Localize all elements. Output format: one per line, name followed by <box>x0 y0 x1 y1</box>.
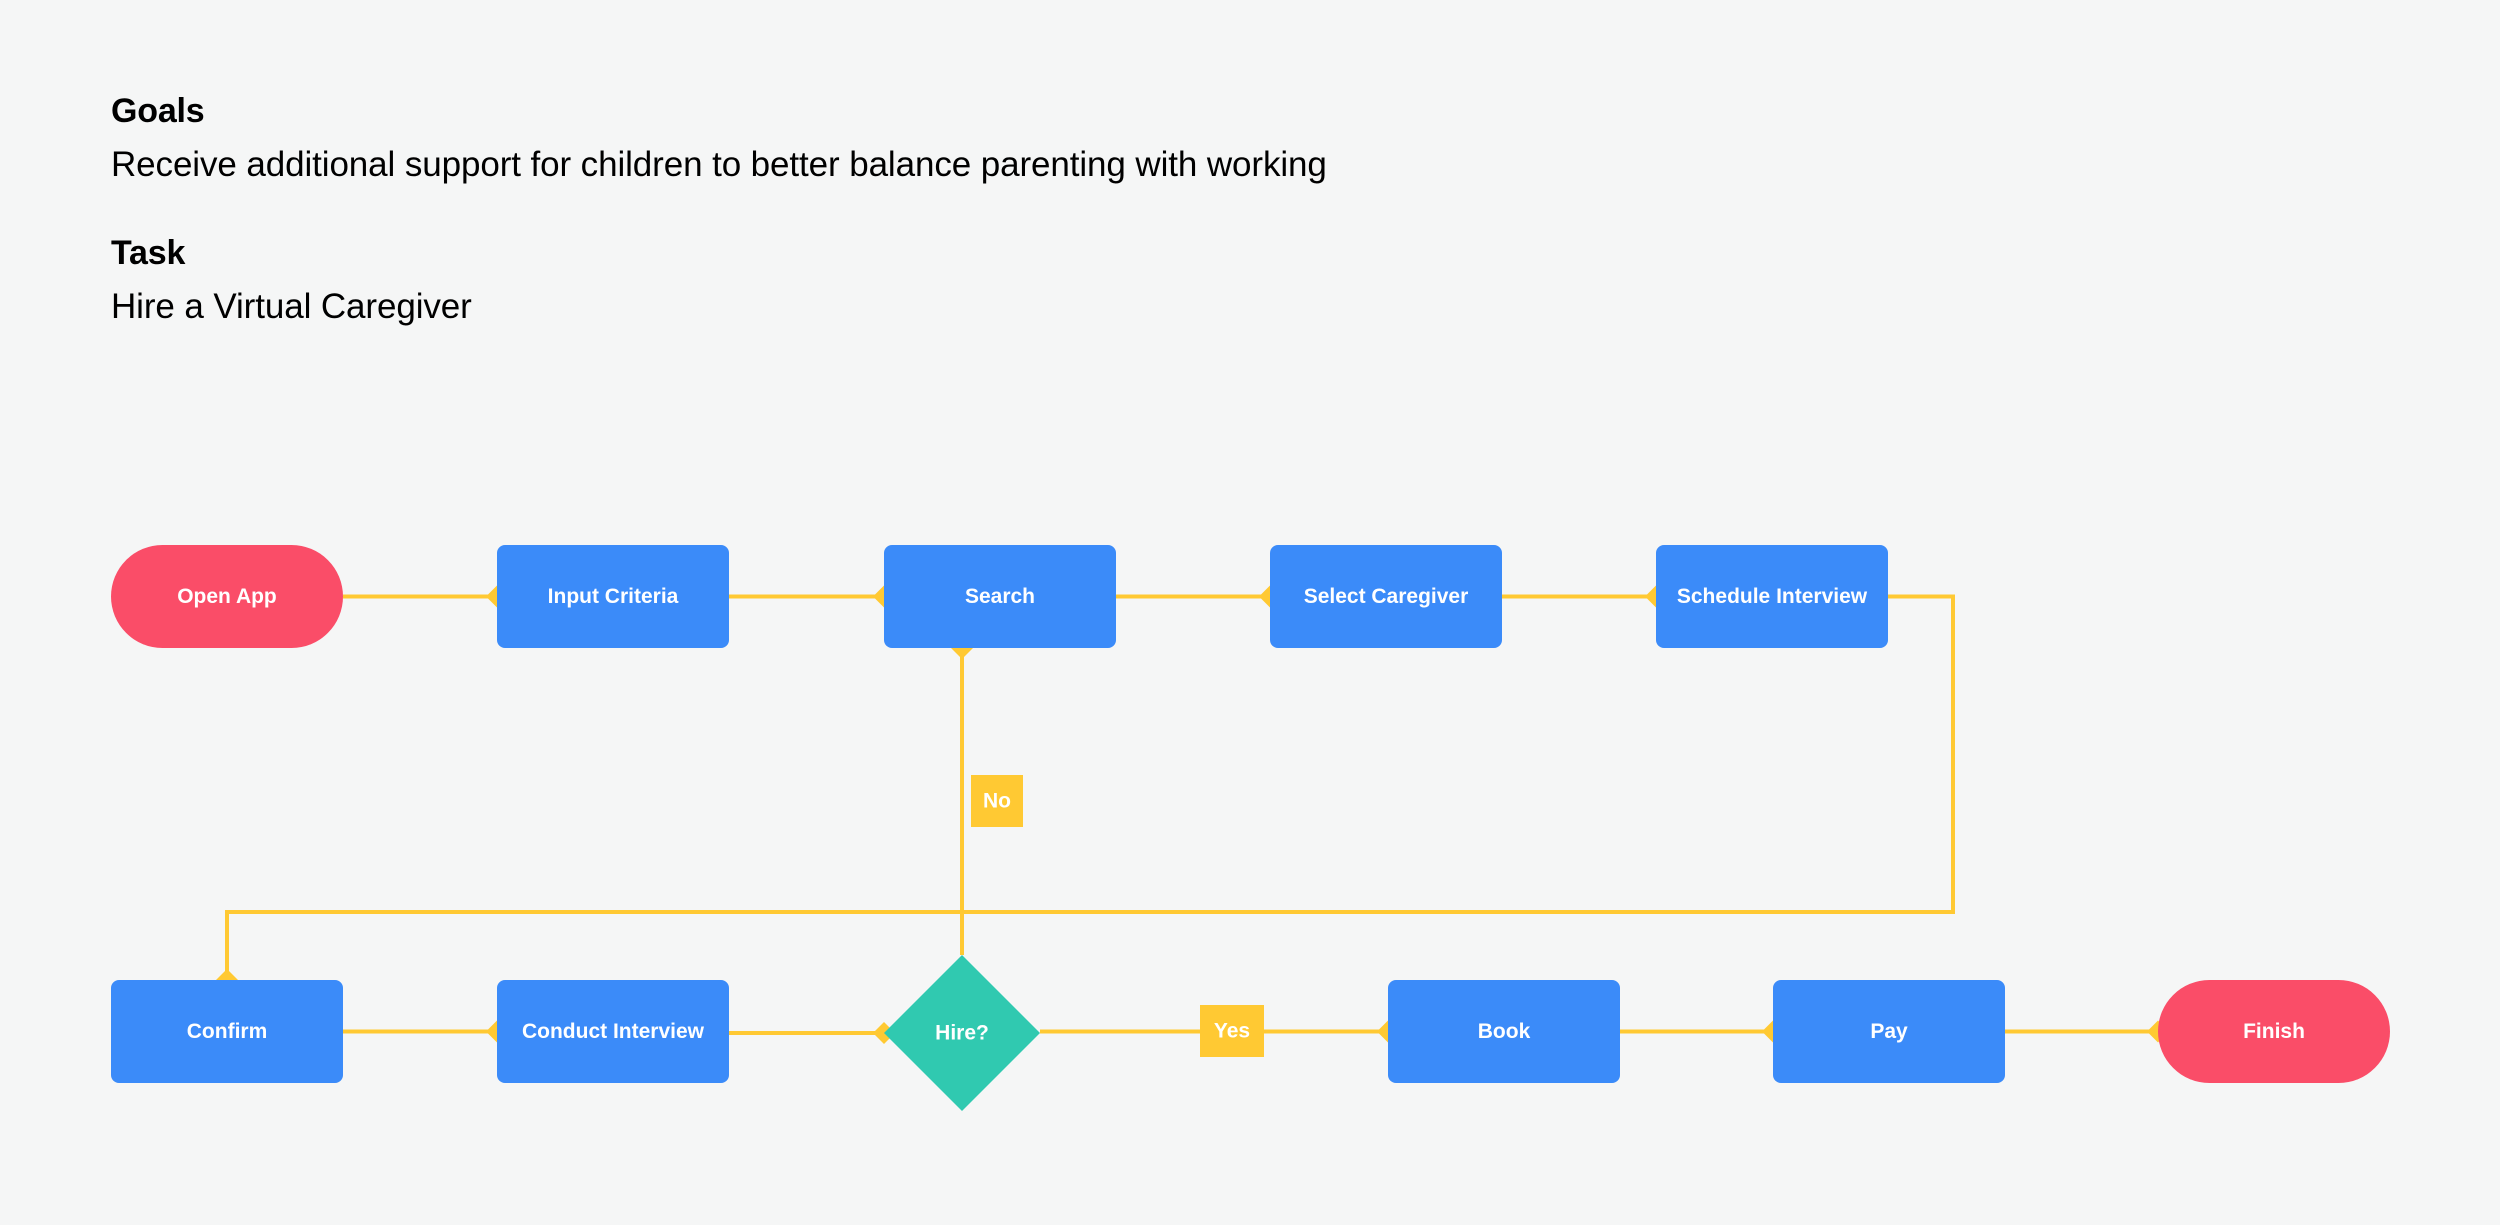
flow-header-block: Goals Receive additional support for chi… <box>111 90 2111 329</box>
flow-node-pay[interactable]: Pay <box>1773 980 2005 1083</box>
task-text: Hire a Virtual Caregiver <box>111 286 472 326</box>
edge-label-no: No <box>971 775 1023 827</box>
process-shape <box>497 545 729 648</box>
goals-group: Goals Receive additional support for chi… <box>111 90 2111 186</box>
flow-node-input-criteria[interactable]: Input Criteria <box>497 545 729 648</box>
process-shape <box>1656 545 1888 648</box>
flow-node-select-caregiver[interactable]: Select Caregiver <box>1270 545 1502 648</box>
edge-label-chip <box>1200 1005 1264 1057</box>
process-shape <box>497 980 729 1083</box>
flow-node-conduct-interview[interactable]: Conduct Interview <box>497 980 729 1083</box>
process-shape <box>1773 980 2005 1083</box>
flow-nodes-layer: Open App Input Criteria Search Select Careg… <box>111 545 2390 1111</box>
flow-node-search[interactable]: Search <box>884 545 1116 648</box>
task-group: Task Hire a Virtual Caregiver <box>111 232 2111 328</box>
flow-edges-layer <box>216 585 2169 1044</box>
flow-node-schedule-interview[interactable]: Schedule Interview <box>1656 545 1888 648</box>
task-heading: Task <box>111 234 186 273</box>
flow-node-open-app[interactable]: Open App <box>111 545 343 648</box>
process-shape <box>1270 545 1502 648</box>
flow-node-finish[interactable]: Finish <box>2158 980 2390 1083</box>
terminator-shape <box>111 545 343 648</box>
flow-node-hire[interactable]: Hire? <box>884 955 1040 1111</box>
process-shape <box>1388 980 1620 1083</box>
goals-heading: Goals <box>111 92 205 130</box>
flow-node-book[interactable]: Book <box>1388 980 1620 1083</box>
edge-label-chip <box>971 775 1023 827</box>
edge-schedule-interview-to-confirm <box>225 594 1955 980</box>
process-shape <box>111 980 343 1083</box>
process-shape <box>884 545 1116 648</box>
terminator-shape <box>2158 980 2390 1083</box>
flow-node-confirm[interactable]: Confirm <box>111 980 343 1083</box>
edge-label-yes: Yes <box>1200 1005 1264 1057</box>
decision-shape <box>884 955 1040 1111</box>
goals-text: Receive additional support for children … <box>111 144 1327 184</box>
